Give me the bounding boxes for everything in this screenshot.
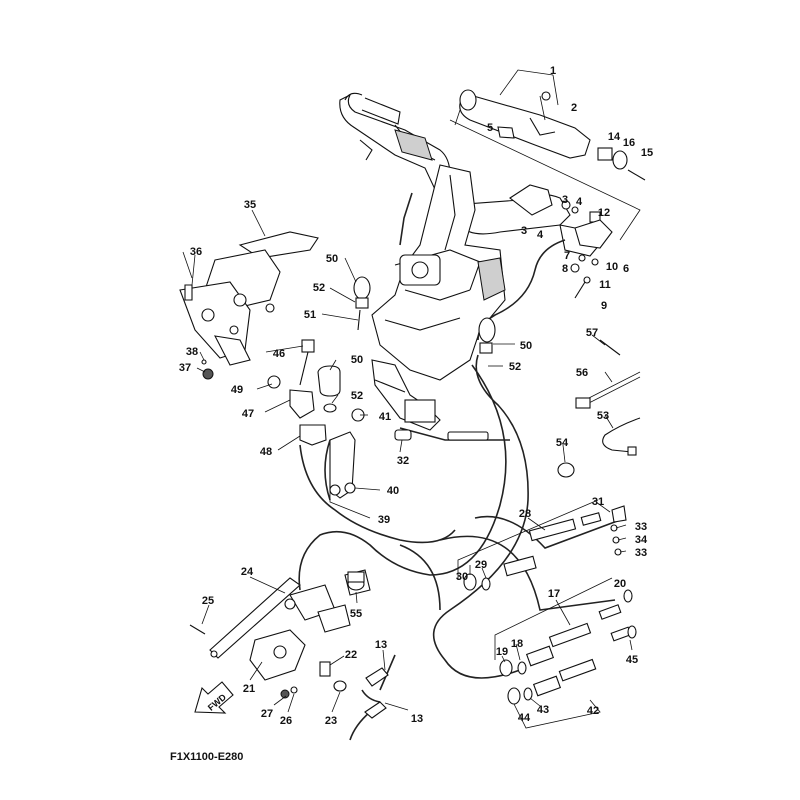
part-number-3: 3	[521, 225, 527, 237]
part-number-50: 50	[520, 340, 532, 352]
part-number-55: 55	[350, 608, 362, 620]
part-number-21: 21	[243, 683, 255, 695]
part-number-37: 37	[179, 362, 191, 374]
part-number-39: 39	[378, 514, 390, 526]
loose-parts	[575, 339, 641, 456]
part-number-15: 15	[641, 147, 653, 159]
part-number-49: 49	[231, 384, 243, 396]
part-number-4: 4	[537, 229, 544, 241]
part-number-12: 12	[598, 207, 610, 219]
part-number-13: 13	[375, 639, 387, 651]
part-number-25: 25	[202, 595, 214, 607]
part-number-42: 42	[587, 705, 599, 717]
part-number-40: 40	[387, 485, 399, 497]
part-number-45: 45	[626, 654, 638, 666]
part-number-11: 11	[599, 279, 611, 291]
part-number-7: 7	[564, 250, 570, 262]
part-number-29: 29	[475, 559, 487, 571]
part-number-32: 32	[397, 455, 409, 467]
part-labels: 1 2 3 3 4 4 5 6 7 8 9 10 11 12 13 13 14 …	[179, 65, 653, 727]
part-number-41: 41	[379, 411, 391, 423]
part-number-56: 56	[576, 367, 588, 379]
part-number-53: 53	[597, 410, 609, 422]
part-number-33: 33	[635, 521, 647, 533]
part-number-1: 1	[550, 65, 556, 77]
part-number-52: 52	[351, 390, 363, 402]
fwd-arrow: FWD	[194, 681, 234, 714]
part-number-33: 33	[635, 547, 647, 559]
part-number-30: 30	[456, 571, 468, 583]
part-number-9: 9	[601, 300, 607, 312]
part-number-16: 16	[623, 137, 635, 149]
cable-bracket	[267, 339, 365, 499]
part-number-57: 57	[586, 327, 598, 339]
part-number-6: 6	[623, 263, 629, 275]
part-number-48: 48	[260, 446, 272, 458]
part-number-26: 26	[280, 715, 292, 727]
part-number-20: 20	[614, 578, 626, 590]
part-number-8: 8	[562, 263, 568, 275]
throttle-assembly	[459, 89, 646, 299]
part-number-47: 47	[242, 408, 254, 420]
part-number-13: 13	[411, 713, 423, 725]
lower-linkage	[189, 569, 371, 699]
steering-column	[371, 164, 506, 431]
part-number-34: 34	[635, 534, 648, 546]
part-number-23: 23	[325, 715, 337, 727]
leader-lines	[182, 69, 641, 729]
part-number-46: 46	[273, 348, 285, 360]
part-number-17: 17	[548, 588, 560, 600]
diagram-code: F1X1100-E280	[170, 751, 243, 763]
part-number-35: 35	[244, 199, 256, 211]
part-number-2: 2	[571, 102, 577, 114]
part-number-19: 19	[496, 646, 508, 658]
bracket-assembly	[179, 231, 319, 380]
handlebar-assembly	[339, 92, 601, 257]
part-number-10: 10	[606, 261, 618, 273]
part-number-52: 52	[313, 282, 325, 294]
part-number-50: 50	[351, 354, 363, 366]
cable-fittings	[347, 276, 637, 719]
part-number-51: 51	[304, 309, 316, 321]
part-number-18: 18	[511, 638, 523, 650]
part-number-4: 4	[576, 196, 583, 208]
part-number-5: 5	[487, 122, 493, 134]
part-number-44: 44	[518, 712, 531, 724]
part-number-54: 54	[556, 437, 569, 449]
part-number-14: 14	[608, 131, 621, 143]
part-number-38: 38	[186, 346, 198, 358]
part-number-28: 28	[519, 508, 531, 520]
part-number-31: 31	[592, 496, 604, 508]
part-number-22: 22	[345, 649, 357, 661]
part-number-3: 3	[562, 194, 568, 206]
part-number-50: 50	[326, 253, 338, 265]
part-number-27: 27	[261, 708, 273, 720]
part-number-52: 52	[509, 361, 521, 373]
part-number-24: 24	[241, 566, 254, 578]
part-number-43: 43	[537, 704, 549, 716]
part-number-36: 36	[190, 246, 202, 258]
